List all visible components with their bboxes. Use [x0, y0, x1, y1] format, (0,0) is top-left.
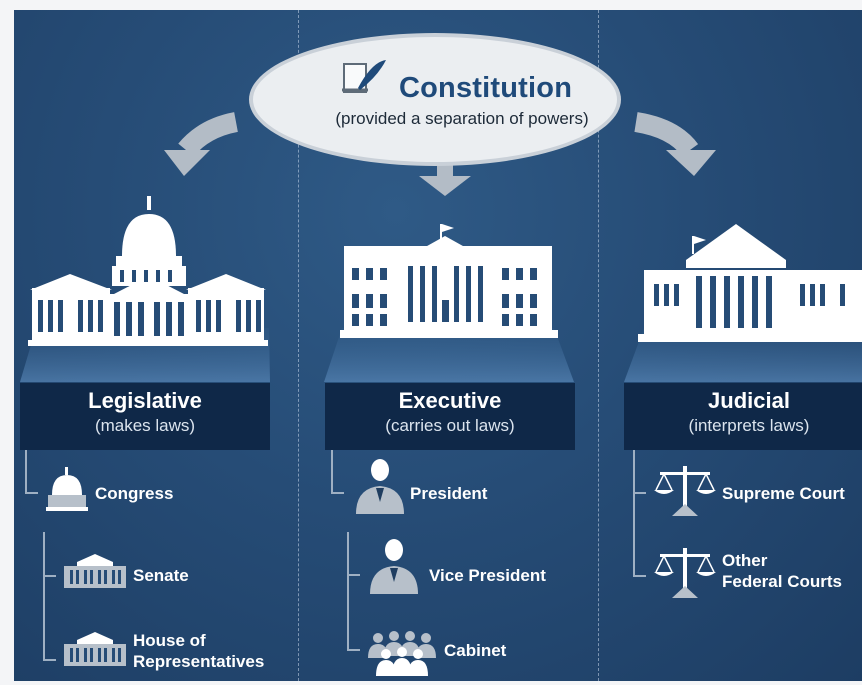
representatives-label: Representatives [133, 652, 265, 671]
senate-label: Senate [133, 566, 189, 585]
white-house-icon [340, 224, 558, 338]
supreme-court-icon [638, 224, 862, 342]
judicial-title: Judicial [708, 388, 790, 413]
other-courts-label: Other [722, 551, 768, 570]
constitution-subtitle: (provided a separation of powers) [335, 109, 589, 128]
beam-executive [324, 328, 574, 382]
supreme-court-label: Supreme Court [722, 484, 845, 503]
vice-president-label: Vice President [429, 566, 546, 585]
constitution-title: Constitution [399, 72, 573, 104]
legislative-box: Legislative (makes laws) [20, 383, 270, 450]
federal-courts-label: Federal Courts [722, 572, 842, 591]
capitol-building-icon [28, 196, 268, 346]
diagram-background: Constitution (provided a separation of p… [14, 10, 862, 681]
legislative-title: Legislative [88, 388, 202, 413]
executive-title: Executive [398, 388, 502, 413]
columned-building-icon [64, 632, 126, 666]
group-icon [368, 631, 436, 676]
capitol-dome-icon [46, 467, 88, 511]
column-divider-right [598, 10, 599, 681]
connector-lines [25, 450, 646, 661]
judicial-box: Judicial (interprets laws) [624, 383, 862, 450]
constitution-oval [249, 33, 621, 166]
arrow-to-judicial [634, 112, 716, 176]
columned-building-icon [64, 554, 126, 588]
scales-icon [654, 548, 716, 598]
congress-label: Congress [95, 484, 174, 503]
column-divider-left [298, 10, 299, 681]
president-label: President [410, 484, 488, 503]
scales-icon [654, 466, 716, 516]
executive-subtitle: (carries out laws) [385, 416, 515, 435]
house-of-label: House of [133, 631, 206, 650]
person-icon [356, 459, 404, 514]
diagram-graphics [20, 112, 862, 661]
scroll-quill-icon [342, 60, 386, 93]
judicial-subtitle: (interprets laws) [688, 416, 810, 435]
cabinet-label: Cabinet [444, 641, 507, 660]
person-icon [370, 539, 418, 594]
legislative-subtitle: (makes laws) [94, 416, 196, 435]
executive-box: Executive (carries out laws) [325, 383, 575, 450]
arrow-to-legislative [164, 112, 239, 176]
